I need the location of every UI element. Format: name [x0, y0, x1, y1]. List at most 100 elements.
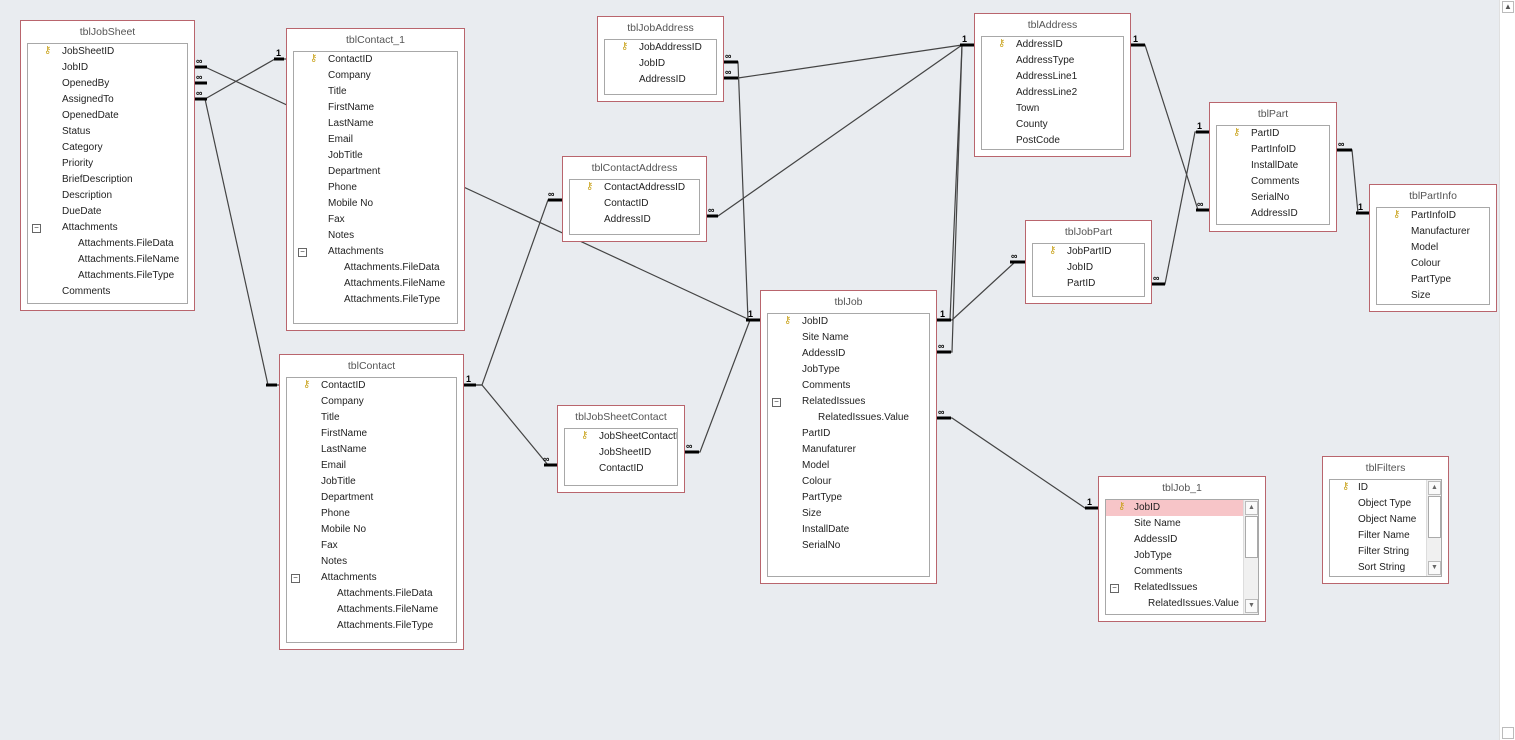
field-row[interactable]: Category: [28, 140, 187, 156]
field-row[interactable]: Company: [287, 394, 456, 410]
field-row[interactable]: Colour: [1377, 256, 1489, 272]
table-title[interactable]: tblContact_1: [346, 34, 405, 46]
field-row[interactable]: ⚷ContactID: [287, 378, 456, 394]
field-row[interactable]: ⚷JobAddressID: [605, 40, 716, 56]
field-row[interactable]: ⚷JobID: [1106, 500, 1243, 516]
field-row[interactable]: PartID: [768, 426, 929, 442]
field-row[interactable]: InstallDate: [1217, 158, 1329, 174]
field-row[interactable]: Department: [294, 164, 457, 180]
scroll-thumb[interactable]: [1245, 516, 1258, 558]
field-row[interactable]: Company: [294, 68, 457, 84]
table-title[interactable]: tblJob: [834, 296, 863, 308]
field-row[interactable]: ⚷PartInfoID: [1377, 208, 1489, 224]
field-row[interactable]: Attachments.FileData: [28, 236, 187, 252]
scroll-up-icon[interactable]: ▲: [1245, 501, 1258, 515]
field-row[interactable]: −Attachments: [287, 570, 456, 586]
field-row[interactable]: Manufaturer: [768, 442, 929, 458]
scroll-up-icon[interactable]: ▲: [1428, 481, 1441, 495]
field-row[interactable]: Comments: [1106, 564, 1243, 580]
field-row[interactable]: PartType: [1377, 272, 1489, 288]
field-row[interactable]: ⚷JobID: [768, 314, 929, 330]
field-row[interactable]: BriefDescription: [28, 172, 187, 188]
field-row[interactable]: ⚷AddressID: [982, 37, 1123, 53]
field-row[interactable]: ⚷JobPartID: [1033, 244, 1144, 260]
field-row[interactable]: Filter Name: [1330, 528, 1426, 544]
field-row[interactable]: Attachments.FileName: [294, 276, 457, 292]
field-row[interactable]: ContactID: [570, 196, 699, 212]
field-row[interactable]: DueDate: [28, 204, 187, 220]
collapse-icon[interactable]: −: [32, 224, 41, 233]
field-row[interactable]: OpenedBy: [28, 76, 187, 92]
table-title[interactable]: tblJobSheet: [79, 26, 136, 38]
table-title[interactable]: tblJob_1: [1162, 482, 1202, 494]
field-row[interactable]: Size: [768, 506, 929, 522]
field-row[interactable]: Priority: [28, 156, 187, 172]
table-title[interactable]: tblFilters: [1365, 462, 1406, 474]
field-row[interactable]: FirstName: [294, 100, 457, 116]
field-row[interactable]: Attachments.FileName: [287, 602, 456, 618]
field-row[interactable]: Attachments.FileType: [287, 618, 456, 634]
field-row[interactable]: Notes: [294, 228, 457, 244]
field-row[interactable]: AddessID: [768, 346, 929, 362]
field-row[interactable]: PartType: [768, 490, 929, 506]
field-row[interactable]: JobTitle: [287, 474, 456, 490]
field-row[interactable]: ⚷PartID: [1217, 126, 1329, 142]
field-row[interactable]: Colour: [768, 474, 929, 490]
field-row[interactable]: Email: [294, 132, 457, 148]
field-row[interactable]: Comments: [768, 378, 929, 394]
field-row[interactable]: RelatedIssues.Value: [768, 410, 929, 426]
field-list-scrollbar[interactable]: ▲▼: [1243, 500, 1258, 614]
field-row[interactable]: JobID: [28, 60, 187, 76]
table-title[interactable]: tblJobSheetContact: [575, 411, 667, 423]
field-row[interactable]: LastName: [294, 116, 457, 132]
field-row[interactable]: Site Name: [768, 330, 929, 346]
table-title[interactable]: tblAddress: [1027, 19, 1078, 31]
field-row[interactable]: ⚷ContactAddressID: [570, 180, 699, 196]
field-row[interactable]: LastName: [287, 442, 456, 458]
field-row[interactable]: PostCode: [982, 133, 1123, 149]
field-row[interactable]: ⚷ContactID: [294, 52, 457, 68]
field-row[interactable]: ContactID: [565, 461, 677, 477]
field-row[interactable]: JobID: [1033, 260, 1144, 276]
field-row[interactable]: PartInfoID: [1217, 142, 1329, 158]
field-row[interactable]: OpenedDate: [28, 108, 187, 124]
field-row[interactable]: AddressLine2: [982, 85, 1123, 101]
field-row[interactable]: Mobile No: [294, 196, 457, 212]
field-row[interactable]: AddressID: [605, 72, 716, 88]
field-row[interactable]: Manufacturer: [1377, 224, 1489, 240]
field-row[interactable]: Description: [28, 188, 187, 204]
field-row[interactable]: PartID: [1033, 276, 1144, 292]
field-row[interactable]: Size: [1377, 288, 1489, 304]
field-row[interactable]: −RelatedIssues: [768, 394, 929, 410]
vertical-scrollbar[interactable]: ▲: [1499, 0, 1515, 740]
field-row[interactable]: Phone: [287, 506, 456, 522]
collapse-icon[interactable]: −: [298, 248, 307, 257]
field-row[interactable]: Attachments.FileType: [28, 268, 187, 284]
field-row[interactable]: Town: [982, 101, 1123, 117]
field-row[interactable]: AddressID: [570, 212, 699, 228]
field-row[interactable]: Fax: [287, 538, 456, 554]
field-list-scrollbar[interactable]: ▲▼: [1426, 480, 1441, 576]
field-row[interactable]: Title: [287, 410, 456, 426]
field-row[interactable]: Filter String: [1330, 544, 1426, 560]
field-row[interactable]: JobSheetID: [565, 445, 677, 461]
field-row[interactable]: Title: [294, 84, 457, 100]
scroll-up-icon[interactable]: ▲: [1502, 1, 1514, 13]
scroll-down-icon[interactable]: ▼: [1428, 561, 1441, 575]
field-row[interactable]: −RelatedIssues: [1106, 580, 1243, 596]
field-row[interactable]: Notes: [287, 554, 456, 570]
field-row[interactable]: ⚷JobSheetID: [28, 44, 187, 60]
field-row[interactable]: Attachments.FileData: [294, 260, 457, 276]
field-row[interactable]: Comments: [28, 284, 187, 300]
field-row[interactable]: AddressType: [982, 53, 1123, 69]
field-row[interactable]: JobID: [605, 56, 716, 72]
table-title[interactable]: tblPartInfo: [1409, 190, 1457, 202]
field-row[interactable]: ⚷ID: [1330, 480, 1426, 496]
